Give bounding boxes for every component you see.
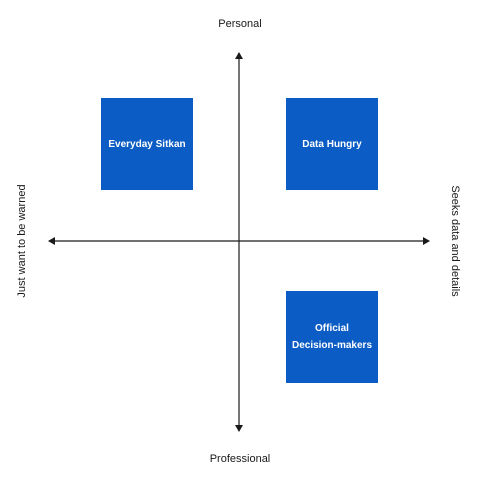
box-label-line2: Decision-makers	[291, 340, 373, 351]
box-label: Data Hungry	[302, 138, 362, 150]
axis-label-left: Just want to be warned	[16, 184, 28, 298]
box-label: Everyday Sitkan	[108, 138, 186, 150]
box-label-line1: Official	[315, 323, 349, 334]
axis-label-top: Personal	[218, 18, 262, 30]
axis-label-right: Seeks data and details	[449, 185, 461, 297]
quadrant-box-everyday-sitkan: Everyday Sitkan	[101, 98, 193, 190]
quadrant-box-data-hungry: Data Hungry	[286, 98, 378, 190]
axis-label-bottom: Professional	[209, 453, 271, 465]
quadrant-box-official-decision-makers: Official Decision-makers	[286, 291, 378, 383]
